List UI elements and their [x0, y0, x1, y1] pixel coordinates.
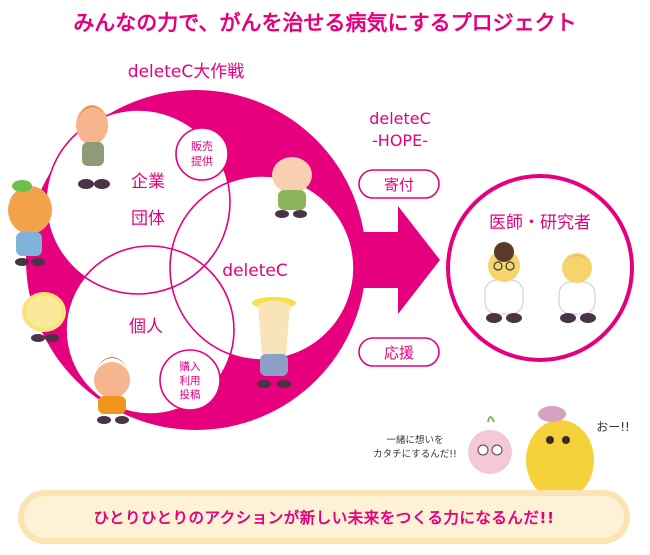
character-top-left [76, 105, 110, 189]
doctor-character-left [484, 242, 524, 323]
character-left-orange [8, 180, 52, 266]
message-banner-bg: ひとりひとりのアクションが新しい未来をつくる力になるんだ!! [18, 490, 630, 544]
recipient-label: 医師・研究者 [489, 213, 591, 233]
banner-text: ひとりひとりのアクションが新しい未来をつくる力になるんだ!! [93, 509, 555, 527]
corporate-action-0: 販売 [191, 140, 213, 153]
individual-action-0: 購入 [180, 360, 201, 373]
character-top-right [272, 157, 312, 218]
researcher-character-right [558, 253, 596, 323]
donation-pill: 寄付 [358, 169, 440, 199]
speech-right: おー!! [596, 420, 630, 434]
message-banner: ひとりひとりのアクションが新しい未来をつくる力になるんだ!! [18, 490, 630, 544]
character-yellow-big [526, 406, 594, 500]
speech-left-line1: 一緒に想いを [386, 434, 443, 446]
page-title: みんなの力で、がんを治せる病気にするプロジェクト [73, 11, 576, 35]
character-pink-fluffy [468, 416, 512, 474]
label-individual: 個人 [129, 317, 163, 337]
donation-label: 寄付 [384, 176, 414, 194]
venn-deletec [170, 176, 354, 360]
recipient-circle: 医師・研究者 [446, 174, 634, 362]
campaign-label: deleteC大作戦 [128, 62, 244, 82]
corporate-action-1: 提供 [191, 154, 213, 168]
support-pill: 応援 [358, 337, 440, 367]
label-corporate-line2: 団体 [131, 209, 165, 229]
character-left-yellow [22, 292, 66, 342]
character-bottom-right [252, 297, 296, 388]
flow-arrow [345, 206, 440, 314]
label-center: deleteC [222, 261, 287, 281]
support-label: 応援 [384, 344, 414, 362]
hope-line2: -HOPE- [372, 131, 428, 150]
individual-action-2: 投稿 [180, 388, 201, 401]
label-corporate-line1: 企業 [131, 172, 165, 192]
corporate-actions-bubble: 販売 提供 [175, 127, 229, 181]
speech-left-line2: カタチにするんだ!! [373, 449, 457, 460]
venn-individual-outline [65, 245, 235, 415]
character-bottom-left [94, 357, 130, 424]
individual-action-1: 利用 [180, 375, 201, 387]
hope-line1: deleteC [369, 109, 431, 128]
individual-actions-bubble: 購入 利用 投稿 [159, 349, 221, 411]
